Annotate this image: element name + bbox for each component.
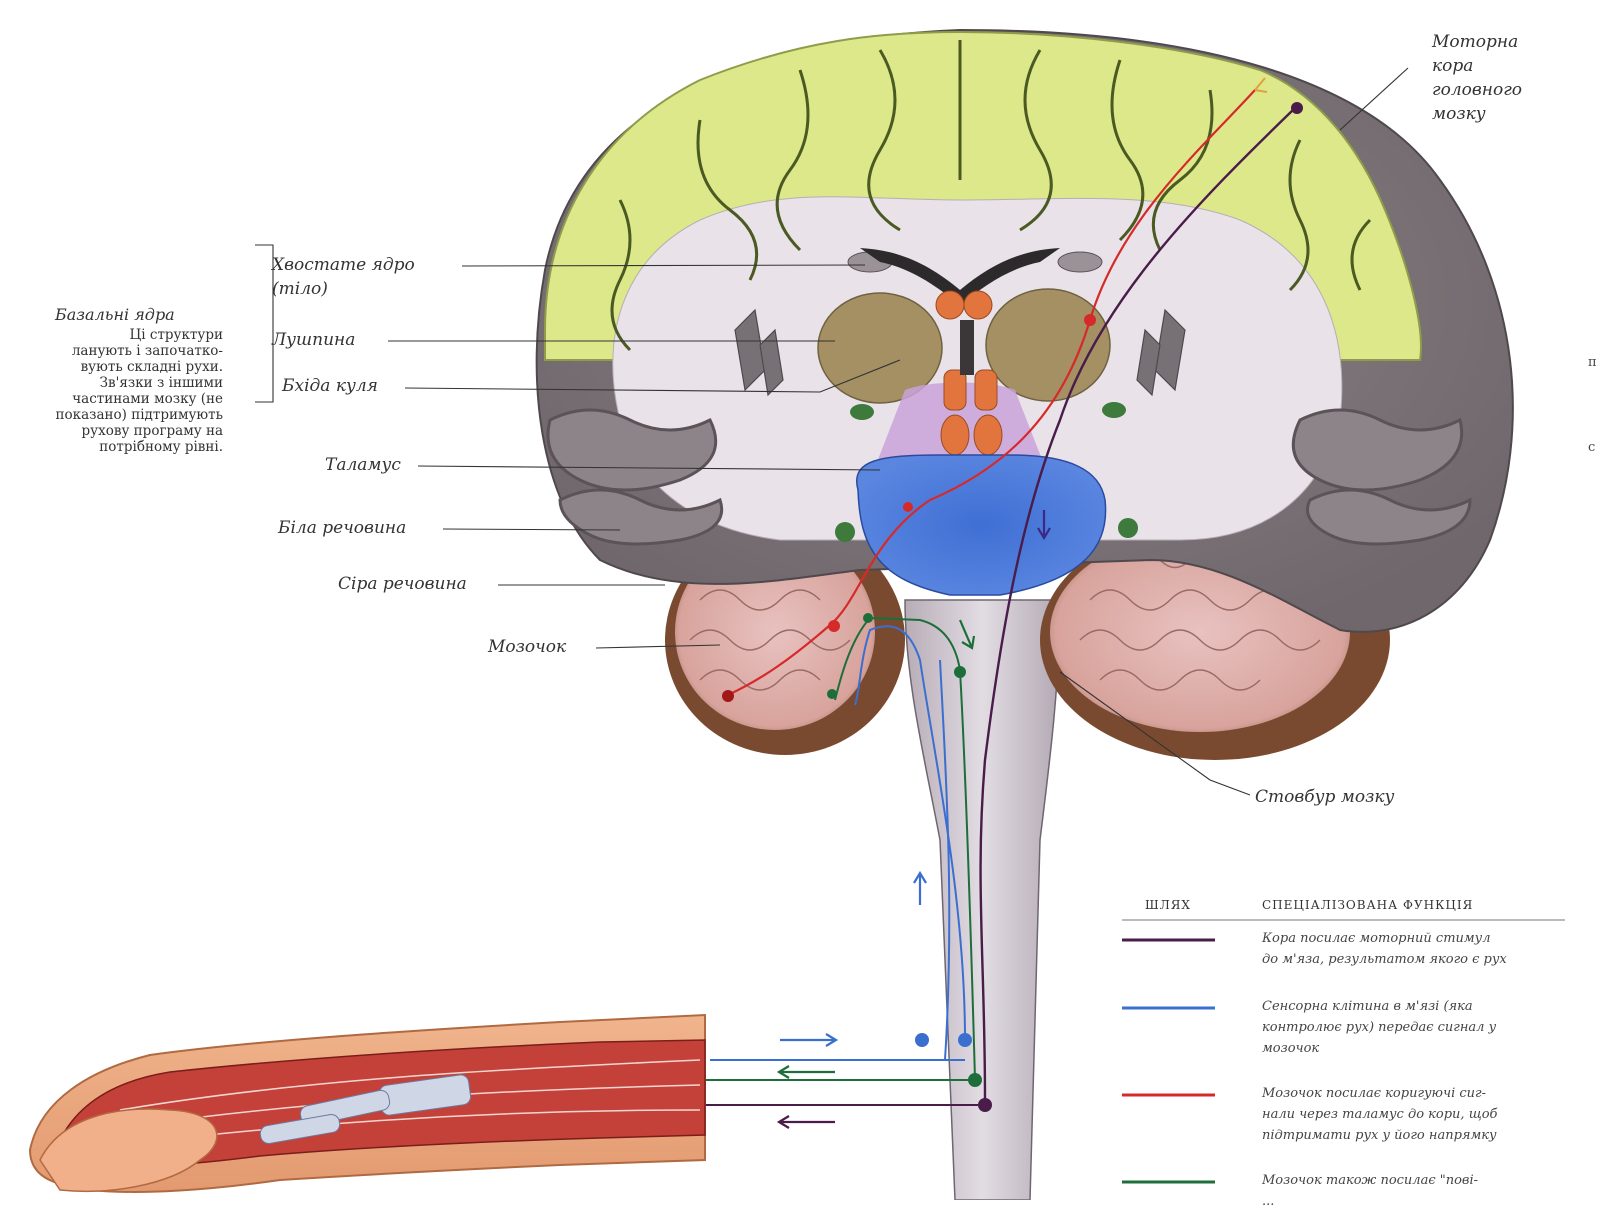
label-thalamus: Таламус: [325, 455, 401, 475]
basal-title: Базальні ядра: [55, 305, 175, 324]
lateral-ventricles: [860, 248, 1060, 305]
leader-lines: [255, 67, 1409, 796]
legend-col-path: ШЛЯХ: [1145, 898, 1191, 912]
green-nucleus-left-lower: [835, 522, 855, 542]
basal-nucleus-left: [817, 292, 943, 404]
label-brainstem: Стовбур мозку: [1255, 787, 1395, 807]
legend-col-function: СПЕЦІАЛІЗОВАНА ФУНКЦІЯ: [1262, 898, 1474, 912]
pathway-blue: [854, 625, 966, 1041]
label-putamen: Лушпина: [272, 330, 356, 350]
label-white-matter: Біла речовина: [278, 518, 407, 538]
basal-description: Ці структури ланують і започатко- вують …: [55, 327, 223, 455]
midline-orange: [935, 290, 1003, 456]
green-nucleus-right-lower: [1118, 518, 1138, 538]
cortex-folds: [610, 40, 1372, 352]
label-gray-matter: Сіра речовина: [338, 574, 467, 594]
legend-row-3: Мозочок посилає коригуючі сиг- нали чере…: [1262, 1086, 1498, 1143]
third-ventricle: [960, 320, 974, 375]
legend-row-4: Мозочок також посилає "пові- ...: [1262, 1173, 1479, 1209]
thalamus-blue: [856, 454, 1107, 596]
pathway-purple: [979, 107, 1296, 1101]
insula: [734, 308, 1186, 397]
signal-arrows: [776, 619, 976, 1129]
label-motor-cortex: Моторна кора головного мозку: [1432, 32, 1523, 124]
pathway-red: [727, 89, 1256, 696]
edge-mark-2: с: [1588, 440, 1596, 455]
basal-nucleus-right: [985, 288, 1111, 402]
label-cerebellum: Мозочок: [488, 637, 567, 657]
green-nucleus-left: [850, 404, 874, 420]
legend-row-2: Сенсорна клітина в м'язі (яка контролює …: [1262, 999, 1497, 1056]
green-nucleus-right: [1102, 402, 1126, 418]
caudate-right: [1057, 251, 1103, 273]
label-caudate: Хвостате ядро (тіло): [272, 255, 415, 299]
legend-row-1: Кора посилає моторний стимул до м'яза, р…: [1262, 931, 1507, 967]
label-globus: Бхіда куля: [282, 376, 378, 396]
legend-lines: [1122, 919, 1565, 1184]
edge-mark-1: п: [1588, 355, 1597, 370]
temporal-gyri: [546, 408, 1472, 546]
forearm-illustration: [28, 1013, 706, 1193]
